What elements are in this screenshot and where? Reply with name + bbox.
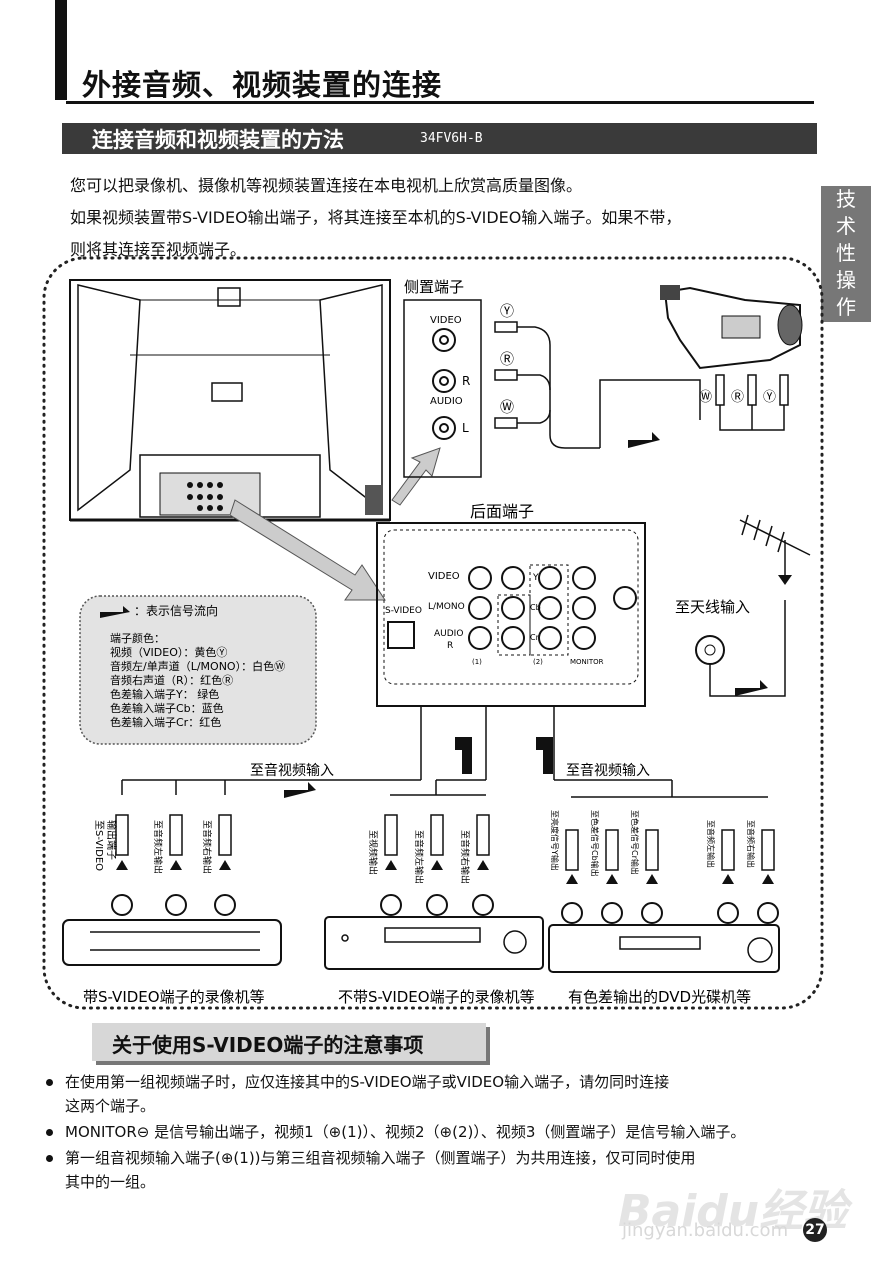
rear-label: Cr bbox=[530, 633, 540, 642]
rear-label: AUDIO bbox=[434, 629, 463, 639]
header-bar bbox=[55, 0, 67, 100]
device3-label: 至色差信号Cr输出 bbox=[630, 810, 640, 875]
tab-char: 术 bbox=[836, 214, 856, 238]
legend-line: 端子颜色： bbox=[110, 631, 165, 645]
antenna-label: 至天线输入 bbox=[675, 598, 750, 616]
rear-label: L/MONO bbox=[428, 602, 465, 612]
bullet-icon bbox=[46, 1079, 53, 1086]
rear-panel-title: 后面端子 bbox=[470, 502, 534, 521]
device3-label: 至音频左输出 bbox=[706, 820, 716, 868]
device1-caption: 带S-VIDEO端子的录像机等 bbox=[83, 988, 265, 1006]
rear-label: Y bbox=[532, 573, 539, 583]
section-title: 连接音频和视频装置的方法 bbox=[92, 128, 344, 152]
note-text: 在使用第一组视频端子时，应仅连接其中的S-VIDEO端子或VIDEO输入端子，请… bbox=[65, 1073, 670, 1091]
note-continuation: 这两个端子。 bbox=[65, 1097, 156, 1115]
tv-rear-illustration bbox=[69, 279, 391, 522]
watermark-url: jingyan.baidu.com bbox=[622, 1220, 789, 1241]
tab-char: 操 bbox=[836, 268, 856, 292]
note-item: MONITOR⊖ 是信号输出端子，视频1（⊕(1)）、视频2（⊕(2)）、视频3… bbox=[46, 1120, 745, 1144]
tab-char: 技 bbox=[836, 187, 856, 211]
intro-line-1: 您可以把录像机、摄像机等视频装置连接在本电视机上欣赏高质量图像。 bbox=[70, 176, 583, 195]
camera-plug-mark: Ⓦ bbox=[699, 390, 712, 405]
diagram-boundary bbox=[42, 256, 824, 1010]
device3-label: 至色差信号Cb输出 bbox=[590, 810, 600, 877]
notes-section-title: 关于使用S-VIDEO端子的注意事项 bbox=[112, 1033, 424, 1057]
rear-label: S-VIDEO bbox=[385, 606, 422, 616]
page-title: 外接音频、视频装置的连接 bbox=[82, 68, 443, 102]
page-number: 27 bbox=[803, 1218, 827, 1242]
note-text: 第一组音视频输入端子(⊕(1))与第三组音视频输入端子（侧置端子）为共用连接，仅… bbox=[65, 1149, 696, 1167]
note-text: MONITOR⊖ 是信号输出端子，视频1（⊕(1)）、视频2（⊕(2)）、视频3… bbox=[65, 1123, 746, 1141]
device2-caption: 不带S-VIDEO端子的录像机等 bbox=[338, 988, 535, 1006]
connection-diagram: 侧置端子 VIDEO R AUDIO L Ⓨ Ⓡ Ⓦ Ⓦ Ⓡ Ⓨ 后面端子 bbox=[42, 256, 824, 1010]
vcr-svideo-illustration bbox=[62, 919, 282, 966]
device1-label: 至音频右输出 bbox=[201, 820, 213, 874]
legend-line: 色差输入端子Cr：红色 bbox=[110, 715, 221, 729]
camcorder-illustration bbox=[660, 285, 803, 370]
legend-line: 色差输入端子Cb：蓝色 bbox=[110, 701, 224, 715]
side-panel-title: 侧置端子 bbox=[404, 278, 464, 296]
side-label: L bbox=[462, 421, 469, 435]
camera-plug-mark: Ⓨ bbox=[763, 390, 776, 405]
legend-line: 视频（VIDEO）：黄色Ⓨ bbox=[110, 645, 227, 659]
side-label: R bbox=[462, 374, 470, 388]
legend-line: 音频右声道（R）：红色Ⓡ bbox=[110, 673, 233, 687]
rear-label: (1) bbox=[472, 658, 482, 666]
rear-label: (2) bbox=[533, 658, 543, 666]
rear-label: Cb bbox=[530, 603, 541, 612]
vcr-illustration bbox=[324, 916, 544, 970]
plug-mark: Ⓨ bbox=[500, 304, 514, 320]
legend-arrow-text: ：表示信号流向 bbox=[134, 603, 218, 618]
notes-section-header: 关于使用S-VIDEO端子的注意事项 bbox=[92, 1023, 486, 1061]
device1-label: 至S-VIDEO bbox=[93, 820, 105, 871]
tab-char: 作 bbox=[836, 295, 856, 319]
bullet-icon bbox=[46, 1129, 53, 1136]
plug-mark: Ⓦ bbox=[500, 400, 514, 416]
antenna-illustration bbox=[739, 514, 811, 582]
note-item: 在使用第一组视频端子时，应仅连接其中的S-VIDEO端子或VIDEO输入端子，请… bbox=[46, 1070, 669, 1094]
note-item: 第一组音视频输入端子(⊕(1))与第三组音视频输入端子（侧置端子）为共用连接，仅… bbox=[46, 1146, 696, 1170]
model-number: 34FV6H-B bbox=[420, 131, 483, 146]
tab-char: 性 bbox=[836, 241, 856, 265]
side-chapter-tab: 技 术 性 操 作 bbox=[821, 186, 871, 322]
intro-line-3: 则将其连接至视频端子。 bbox=[70, 240, 247, 259]
device1-label: 输出端子 bbox=[105, 820, 118, 860]
section-header: 连接音频和视频装置的方法 34FV6H-B bbox=[62, 123, 817, 154]
device3-label: 至音频右输出 bbox=[746, 820, 756, 868]
to-av-input-right: 至音视频输入 bbox=[566, 762, 650, 779]
legend-line: 色差输入端子Y： 绿色 bbox=[110, 687, 219, 701]
device3-caption: 有色差输出的DVD光碟机等 bbox=[568, 988, 751, 1006]
plug-mark: Ⓡ bbox=[500, 352, 514, 368]
bullet-icon bbox=[46, 1155, 53, 1162]
rear-label: MONITOR bbox=[570, 658, 604, 666]
device2-label: 至音频右输出 bbox=[459, 830, 471, 884]
rear-label: R bbox=[447, 641, 453, 651]
device3-label: 至亮度信号Y输出 bbox=[550, 810, 560, 871]
device2-label: 至音频左输出 bbox=[413, 830, 425, 884]
title-rule bbox=[66, 101, 814, 104]
note-continuation: 其中的一组。 bbox=[65, 1173, 156, 1191]
intro-line-2: 如果视频装置带S-VIDEO输出端子，将其连接至本机的S-VIDEO输入端子。如… bbox=[70, 208, 682, 227]
to-av-input-left: 至音视频输入 bbox=[250, 762, 334, 779]
side-label: AUDIO bbox=[430, 396, 463, 407]
device1-label: 至音频左输出 bbox=[152, 820, 164, 874]
legend-line: 音频左/单声道（L/MONO）：白色Ⓦ bbox=[110, 659, 285, 673]
camera-plug-mark: Ⓡ bbox=[731, 390, 744, 405]
rear-label: VIDEO bbox=[428, 571, 460, 582]
device2-label: 至视频输出 bbox=[367, 830, 379, 875]
side-label: VIDEO bbox=[430, 315, 462, 326]
